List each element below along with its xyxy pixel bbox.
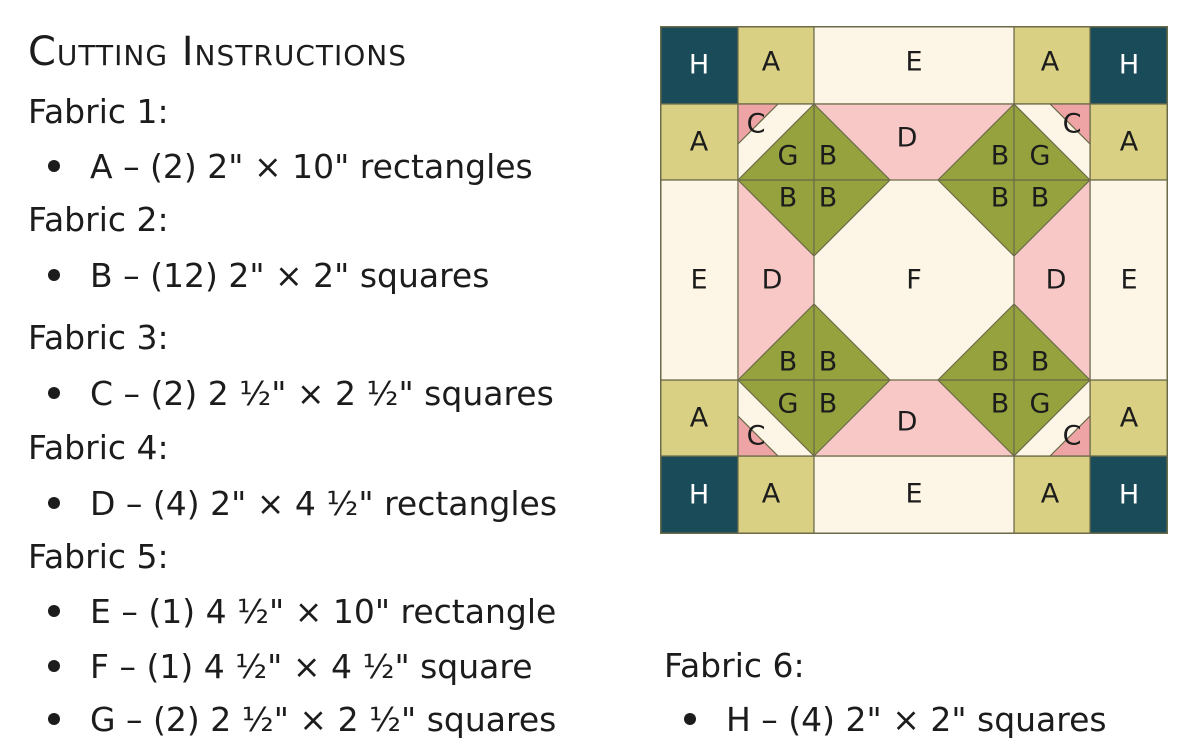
block-label-b: B <box>819 347 838 378</box>
bullet-icon <box>48 496 60 509</box>
block-label-h: H <box>689 480 709 511</box>
fabric-5-heading: Fabric 5: <box>28 537 169 576</box>
bullet-icon <box>48 268 60 281</box>
patch-b <box>1013 103 1091 181</box>
block-label-c: C <box>1063 421 1082 452</box>
bullet-icon <box>48 386 60 399</box>
block-label-b: B <box>991 183 1010 214</box>
block-label-d: D <box>762 265 783 296</box>
list-item-e: E – (1) 4 ½" × 10" rectangle <box>48 592 556 632</box>
block-label-a: A <box>762 47 781 78</box>
list-item-text: C – (2) 2 ½" × 2 ½" squares <box>90 374 554 413</box>
block-label-b: B <box>1031 183 1050 214</box>
list-item-text: A – (2) 2" × 10" rectangles <box>90 147 533 186</box>
list-item-text: H – (4) 2" × 2" squares <box>726 700 1107 739</box>
list-item-f: F – (1) 4 ½" × 4 ½" square <box>48 647 533 687</box>
block-label-g: G <box>1030 141 1051 172</box>
block-label-a: A <box>690 403 709 434</box>
list-item-a: A – (2) 2" × 10" rectangles <box>48 147 533 187</box>
block-label-a: A <box>1041 479 1060 510</box>
block-label-h: H <box>1119 50 1139 81</box>
block-label-h: H <box>1119 480 1139 511</box>
list-item-text: B – (12) 2" × 2" squares <box>90 256 490 295</box>
block-label-g: G <box>778 389 799 420</box>
block-label-b: B <box>991 347 1010 378</box>
list-item-h: H – (4) 2" × 2" squares <box>684 700 1107 740</box>
patch-b <box>813 303 891 381</box>
block-label-a: A <box>690 127 709 158</box>
bullet-icon <box>48 159 60 172</box>
block-label-f: F <box>906 265 922 296</box>
block-label-c: C <box>1063 109 1082 140</box>
block-label-b: B <box>819 389 838 420</box>
block-label-b: B <box>779 347 798 378</box>
patch-b <box>737 379 815 457</box>
block-label-c: C <box>747 109 766 140</box>
patch-b <box>813 179 891 257</box>
list-item-d: D – (4) 2" × 4 ½" rectangles <box>48 484 557 524</box>
block-border <box>660 26 1168 534</box>
block-label-g: G <box>1030 389 1051 420</box>
bullet-icon <box>48 604 60 617</box>
block-label-a: A <box>762 479 781 510</box>
block-label-d: D <box>897 123 918 154</box>
block-label-d: D <box>1046 265 1067 296</box>
list-item-text: E – (1) 4 ½" × 10" rectangle <box>90 592 557 631</box>
block-label-a: A <box>1041 47 1060 78</box>
list-item-c: C – (2) 2 ½" × 2 ½" squares <box>48 374 554 414</box>
block-label-a: A <box>1120 127 1139 158</box>
patch-b <box>937 179 1015 257</box>
patch-b <box>1013 379 1091 457</box>
fabric-1-heading: Fabric 1: <box>28 92 169 131</box>
block-label-e: E <box>905 47 922 78</box>
block-label-b: B <box>1031 347 1050 378</box>
block-label-b: B <box>819 141 838 172</box>
list-item-g: G – (2) 2 ½" × 2 ½" squares <box>48 700 556 740</box>
block-label-b: B <box>991 389 1010 420</box>
block-label-h: H <box>689 50 709 81</box>
fabric-2-heading: Fabric 2: <box>28 200 169 239</box>
bullet-icon <box>48 712 60 725</box>
block-label-e: E <box>905 479 922 510</box>
page-title: Cutting Instructions <box>28 29 407 75</box>
list-item-b: B – (12) 2" × 2" squares <box>48 256 489 296</box>
list-item-text: F – (1) 4 ½" × 4 ½" square <box>90 647 533 686</box>
block-label-b: B <box>779 183 798 214</box>
patch-b <box>737 103 815 181</box>
block-label-b: B <box>991 141 1010 172</box>
block-label-d: D <box>897 407 918 438</box>
fabric-4-heading: Fabric 4: <box>28 428 169 467</box>
fabric-3-heading: Fabric 3: <box>28 318 169 357</box>
list-item-text: D – (4) 2" × 4 ½" rectangles <box>90 484 558 523</box>
block-label-e: E <box>1120 265 1137 296</box>
block-label-g: G <box>778 141 799 172</box>
bullet-icon <box>48 659 60 672</box>
list-item-text: G – (2) 2 ½" × 2 ½" squares <box>90 700 557 739</box>
bullet-icon <box>684 712 696 725</box>
block-label-c: C <box>747 421 766 452</box>
block-label-e: E <box>690 265 707 296</box>
fabric-6-heading: Fabric 6: <box>664 646 805 685</box>
patch-b <box>937 303 1015 381</box>
block-label-b: B <box>819 183 838 214</box>
block-label-a: A <box>1120 403 1139 434</box>
